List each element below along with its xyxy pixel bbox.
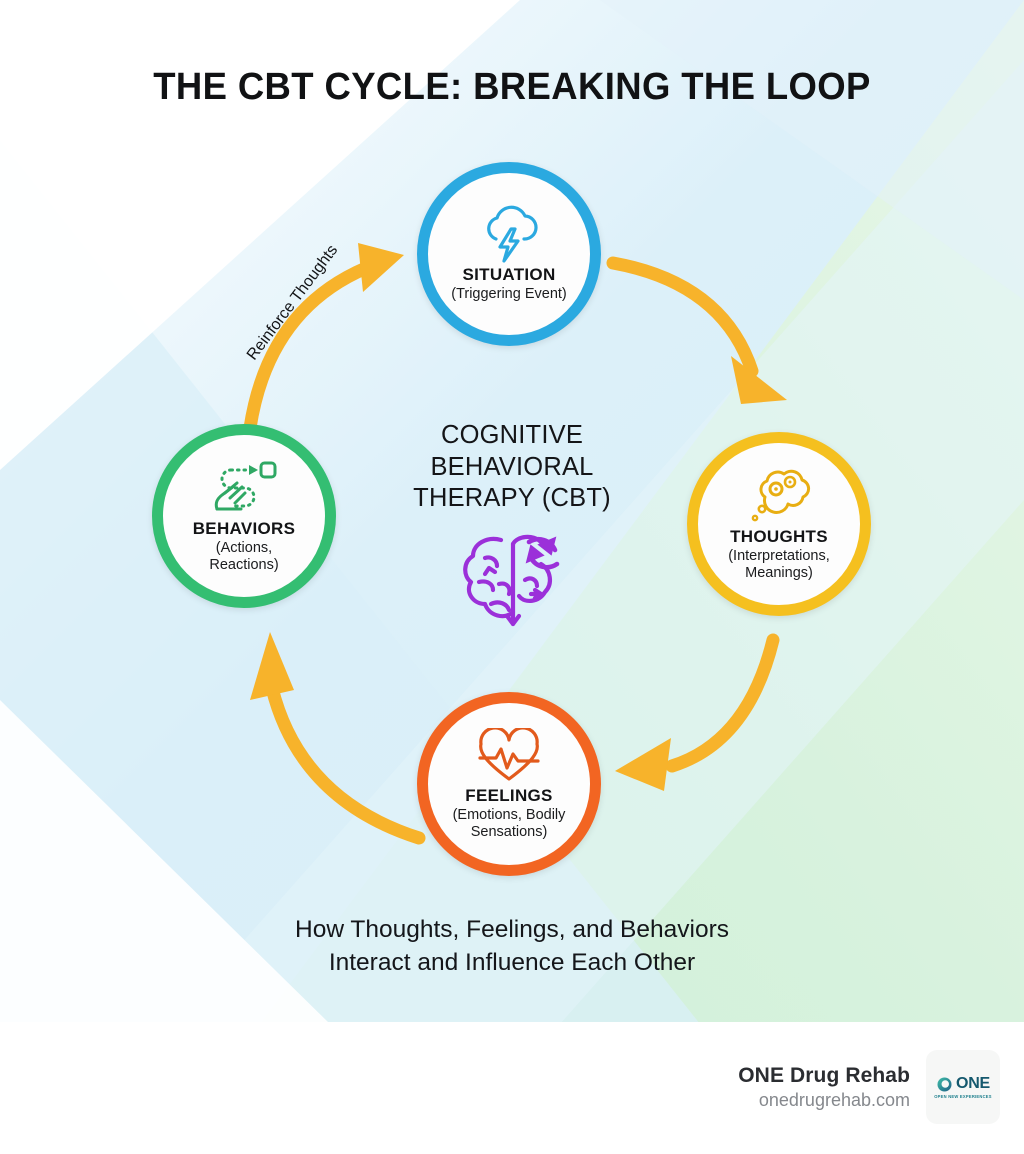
arrow-behaviors-to-situation: [243, 243, 404, 435]
cycle-arrows: [243, 243, 787, 845]
caption-line1: How Thoughts, Feelings, and Behaviors: [295, 916, 729, 943]
node-feelings[interactable]: FEELINGS (Emotions, Bodily Sensations): [417, 692, 601, 876]
one-ring-logo-icon: ONE OPEN NEW EXPERIENCES: [926, 1050, 1000, 1124]
hand-action-icon: [209, 459, 279, 517]
logo-ring-icon: [937, 1077, 952, 1091]
node-sublabel-line2: Sensations): [470, 823, 548, 840]
thought-bubble-gears-icon: [745, 467, 813, 525]
arrow-situation-to-thoughts: [606, 256, 787, 404]
node-thoughts[interactable]: THOUGHTS (Interpretations, Meanings): [687, 432, 871, 616]
heart-pulse-icon: [476, 726, 542, 784]
logo-wordmark: ONE: [955, 1075, 991, 1092]
bottom-caption: How Thoughts, Feelings, and Behaviors In…: [0, 914, 1024, 979]
node-label: THOUGHTS: [730, 527, 828, 547]
center-title: COGNITIVE BEHAVIORAL THERAPY (CBT): [362, 420, 662, 515]
brand-name: ONE Drug Rehab: [738, 1063, 910, 1087]
node-sublabel: (Triggering Event): [451, 286, 567, 303]
cloud-lightning-icon: [478, 205, 540, 263]
arrow-thoughts-to-feelings: [615, 633, 780, 791]
center-title-line2: BEHAVIORAL: [430, 452, 594, 481]
brain-cycle-icon: [455, 524, 570, 634]
node-sublabel-line2: Meanings): [745, 564, 813, 581]
node-label: BEHAVIORS: [192, 519, 296, 539]
footer-bar: ONE Drug Rehab onedrugrehab.com: [0, 1022, 1024, 1154]
node-label: SITUATION: [462, 265, 556, 285]
brand-text-block: ONE Drug Rehab onedrugrehab.com: [738, 1064, 910, 1111]
node-sublabel-line2: Reactions): [209, 556, 279, 573]
node-label: FEELINGS: [465, 786, 553, 806]
node-sublabel: (Emotions, Bodily Sensations): [453, 807, 566, 839]
caption-line2: Interact and Influence Each Other: [328, 948, 696, 976]
footer-branding: ONE Drug Rehab onedrugrehab.com: [738, 1050, 1000, 1124]
page-title: THE CBT CYCLE: BREAKING THE LOOP: [153, 66, 871, 108]
center-title-line3: THERAPY (CBT): [413, 484, 611, 513]
node-behaviors[interactable]: BEHAVIORS (Actions, Reactions): [152, 424, 336, 608]
arrow-feelings-to-behaviors: [250, 632, 426, 845]
brand-url[interactable]: onedrugrehab.com: [758, 1089, 910, 1110]
node-situation[interactable]: SITUATION (Triggering Event): [417, 162, 601, 346]
center-title-line1: COGNITIVE: [440, 421, 584, 449]
node-sublabel: (Interpretations, Meanings): [728, 548, 830, 580]
logo-tagline: OPEN NEW EXPERIENCES: [934, 1094, 992, 1099]
node-sublabel-line1: (Actions,: [215, 540, 273, 557]
node-sublabel-line1: (Emotions, Bodily: [452, 807, 566, 824]
node-sublabel: (Actions, Reactions): [209, 540, 278, 572]
node-sublabel-line1: (Interpretations,: [728, 548, 830, 565]
logo-row: ONE: [936, 1075, 990, 1093]
